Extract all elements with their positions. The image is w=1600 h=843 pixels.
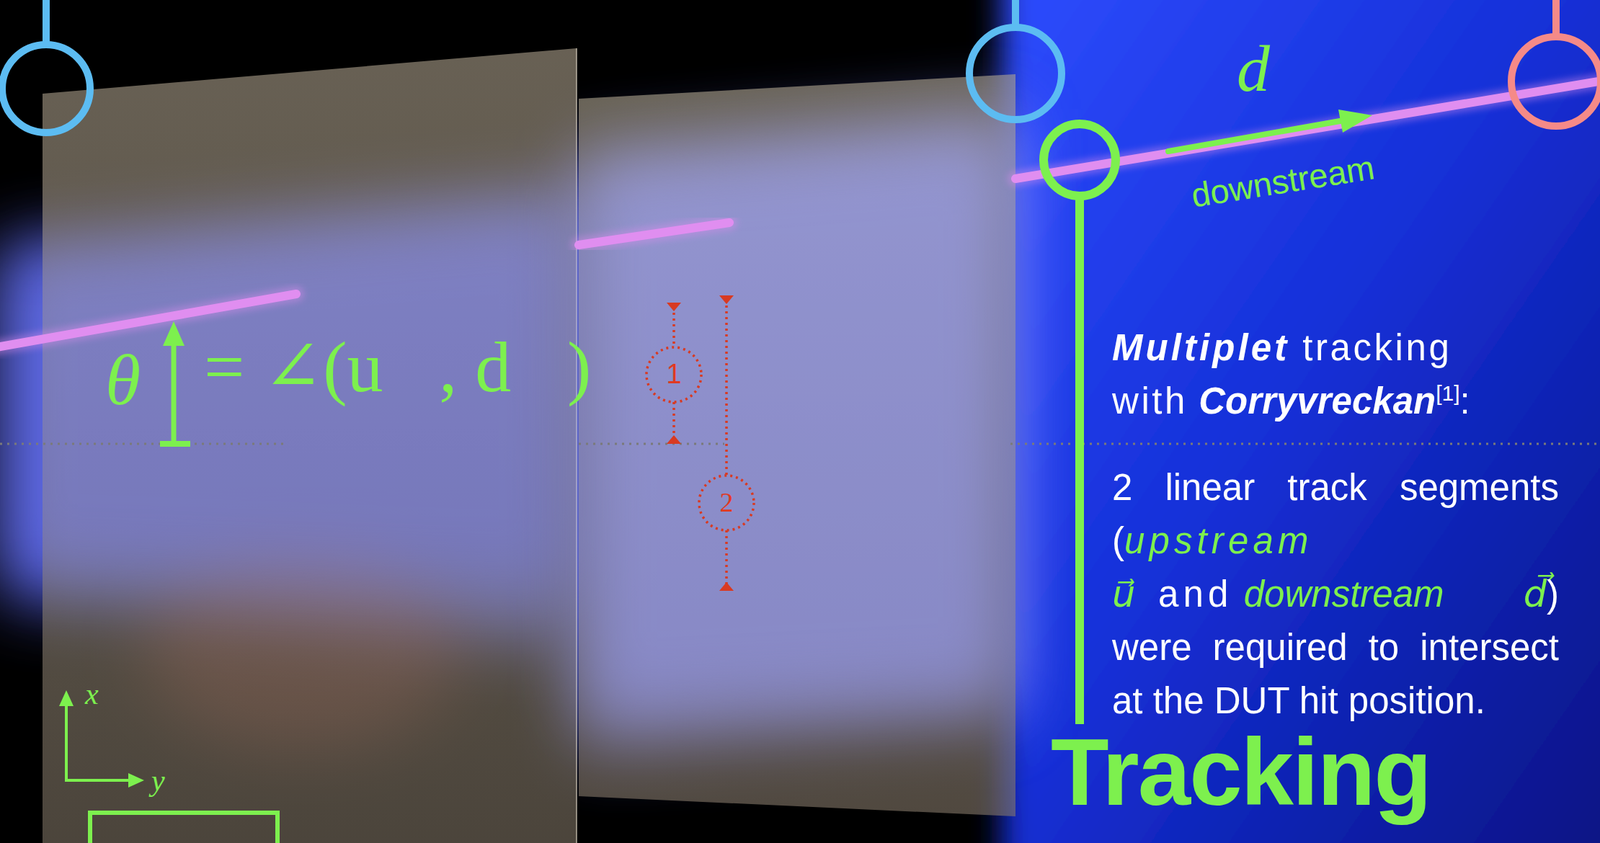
callout-number: 1 (665, 358, 682, 392)
offset-markers (646, 299, 754, 586)
beam-glow-region (1001, 0, 1600, 843)
detector-plane (578, 74, 1016, 817)
reference-axis (0, 443, 1600, 446)
angle-symbol: θ (105, 337, 141, 424)
software-name: Corryvreckan (1198, 380, 1436, 422)
beam-glow (578, 108, 1016, 750)
angle-arrow (160, 321, 191, 444)
downstream-arrow (1168, 109, 1373, 152)
offset-marker-ends (666, 295, 734, 591)
body-text: : (1460, 380, 1471, 422)
reference-mark: [1] (1435, 381, 1460, 406)
particle-track (0, 80, 1600, 349)
emphasis-text: Multiplet (1112, 327, 1290, 369)
axis-label: x (85, 676, 99, 713)
emphasis-text: downstream d⃗ (1243, 573, 1547, 615)
dut-outline (90, 812, 278, 843)
pixel-markers (2, 0, 1600, 725)
body-text: and (1158, 573, 1233, 615)
axis-label: y (151, 762, 166, 799)
beam-glow (578, 136, 1016, 714)
callout-number: 2 (720, 486, 734, 520)
vector-label: d⃗ (1236, 28, 1322, 109)
angle-formula: = ∠(u⃗, d⃗) (203, 324, 591, 411)
section-title: Tracking (1050, 725, 1431, 821)
text-block: 2 linear track segments (upstream u⃗andd… (1112, 461, 1559, 728)
coordinate-axes (59, 690, 145, 788)
text-block: Multiplettracking withCorryvreckan[1]: (1112, 321, 1559, 429)
